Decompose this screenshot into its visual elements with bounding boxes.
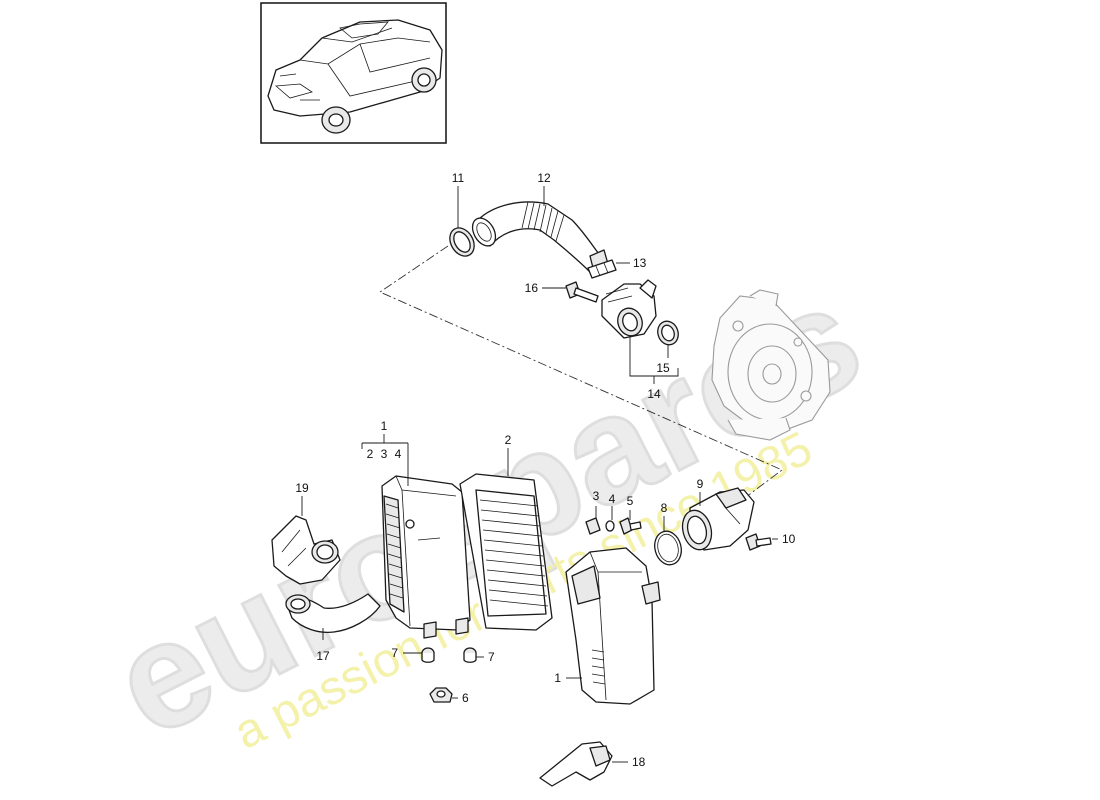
part-15-seal-ring [657, 320, 679, 346]
part-19-air-duct [271, 515, 341, 585]
part-17-hose [285, 593, 381, 634]
callout-5: 5 [627, 494, 634, 508]
part-16-bolt [565, 281, 599, 303]
callout-16: 16 [525, 281, 539, 295]
callout-10: 10 [782, 532, 796, 546]
callout-4-group: 4 [395, 447, 402, 461]
part-18-air-guide [539, 741, 613, 787]
callout-4: 4 [609, 492, 616, 506]
part-11-hose-clamp [449, 227, 475, 257]
callout-2-filter: 2 [505, 433, 512, 447]
part-14-connector [601, 279, 657, 339]
part-12-intake-hose [471, 201, 609, 273]
callout-13: 13 [633, 256, 647, 270]
part-4-washer [605, 520, 615, 532]
part-10-screw [745, 533, 772, 551]
part-6-nut [429, 687, 453, 703]
leader-lines [301, 186, 778, 763]
callout-labels: 11 12 13 16 15 14 1 2 2 3 4 3 4 5 8 9 10… [295, 171, 795, 769]
callout-7-right: 7 [488, 650, 495, 664]
part-8-seal-ring [654, 530, 682, 566]
vehicle-thumbnail [260, 2, 447, 144]
callout-8: 8 [661, 501, 668, 515]
part-5-screw [619, 517, 642, 535]
part-7-grommet-right [463, 647, 477, 663]
callout-11: 11 [452, 171, 465, 185]
callout-15: 15 [656, 361, 670, 375]
callout-18: 18 [632, 755, 646, 769]
callout-1-bottom: 1 [554, 671, 561, 685]
callout-14: 14 [647, 387, 661, 401]
callout-12: 12 [537, 171, 551, 185]
part-3-grommet [585, 517, 601, 535]
callout-6: 6 [462, 691, 469, 705]
part-7-grommet-left [421, 647, 435, 663]
callout-1-top: 1 [381, 419, 388, 433]
turbocharger-reference [711, 289, 831, 441]
callout-19: 19 [295, 481, 309, 495]
assembly-lines [379, 245, 783, 501]
part-9-air-mass-meter [681, 487, 755, 551]
part-2-filter-element [459, 473, 553, 631]
part-1-filter-housing-cover [565, 547, 661, 705]
part-1-filter-housing-lower [381, 475, 471, 639]
callout-3-group: 3 [381, 447, 388, 461]
callout-9: 9 [697, 477, 704, 491]
callout-2-group: 2 [367, 447, 374, 461]
suv-icon [267, 19, 443, 134]
callout-7-left: 7 [391, 646, 398, 660]
callout-3: 3 [593, 489, 600, 503]
callout-17: 17 [316, 649, 330, 663]
part-13-clip [587, 259, 617, 279]
